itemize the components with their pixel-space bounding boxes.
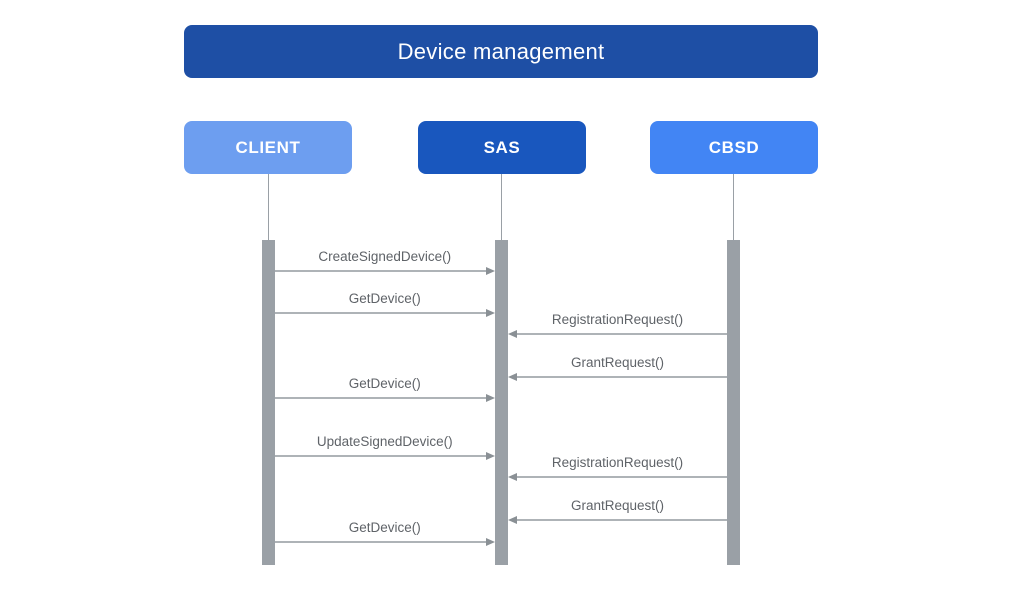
diagram-title: Device management	[184, 25, 818, 78]
lifeline-client	[267, 174, 269, 240]
message-arrow-line	[274, 397, 487, 399]
actor-label: CLIENT	[235, 137, 301, 157]
lifeline-sas	[501, 174, 502, 240]
message-label: UpdateSignedDevice()	[316, 434, 453, 449]
message-label: GrantRequest()	[570, 355, 665, 370]
arrowhead-icon	[486, 451, 495, 460]
message-arrow-line	[274, 455, 487, 457]
message-arrow-line	[516, 519, 727, 521]
actor-label: CBSD	[708, 137, 760, 157]
message-label: GetDevice()	[348, 291, 421, 306]
message-arrow-line	[516, 376, 727, 378]
arrowhead-icon	[486, 308, 495, 317]
arrowhead-icon	[508, 329, 517, 338]
arrowhead-icon	[486, 266, 495, 275]
arrowhead-icon	[486, 393, 495, 402]
message-label: CreateSignedDevice()	[318, 249, 452, 264]
actor-box-client: CLIENT	[184, 121, 352, 174]
activation-bar-sas	[495, 240, 508, 565]
message-label: GetDevice()	[348, 376, 421, 391]
message-arrow-line	[516, 333, 727, 335]
arrowhead-icon	[508, 472, 517, 481]
activation-bar-cbsd	[727, 240, 740, 565]
message-label: GetDevice()	[348, 520, 421, 535]
message-arrow-line	[274, 312, 487, 314]
message-arrow-line	[274, 270, 487, 272]
message-label: RegistrationRequest()	[551, 312, 684, 327]
arrowhead-icon	[486, 537, 495, 546]
arrowhead-icon	[508, 372, 517, 381]
arrowhead-icon	[508, 515, 517, 524]
lifeline-cbsd	[733, 174, 734, 240]
message-arrow-line	[274, 541, 487, 543]
actor-box-sas: SAS	[418, 121, 586, 174]
actor-label: SAS	[483, 137, 521, 157]
message-label: GrantRequest()	[570, 498, 665, 513]
message-arrow-line	[516, 476, 727, 478]
message-label: RegistrationRequest()	[551, 455, 684, 470]
activation-bar-client	[261, 240, 275, 565]
actor-box-cbsd: CBSD	[650, 121, 818, 174]
